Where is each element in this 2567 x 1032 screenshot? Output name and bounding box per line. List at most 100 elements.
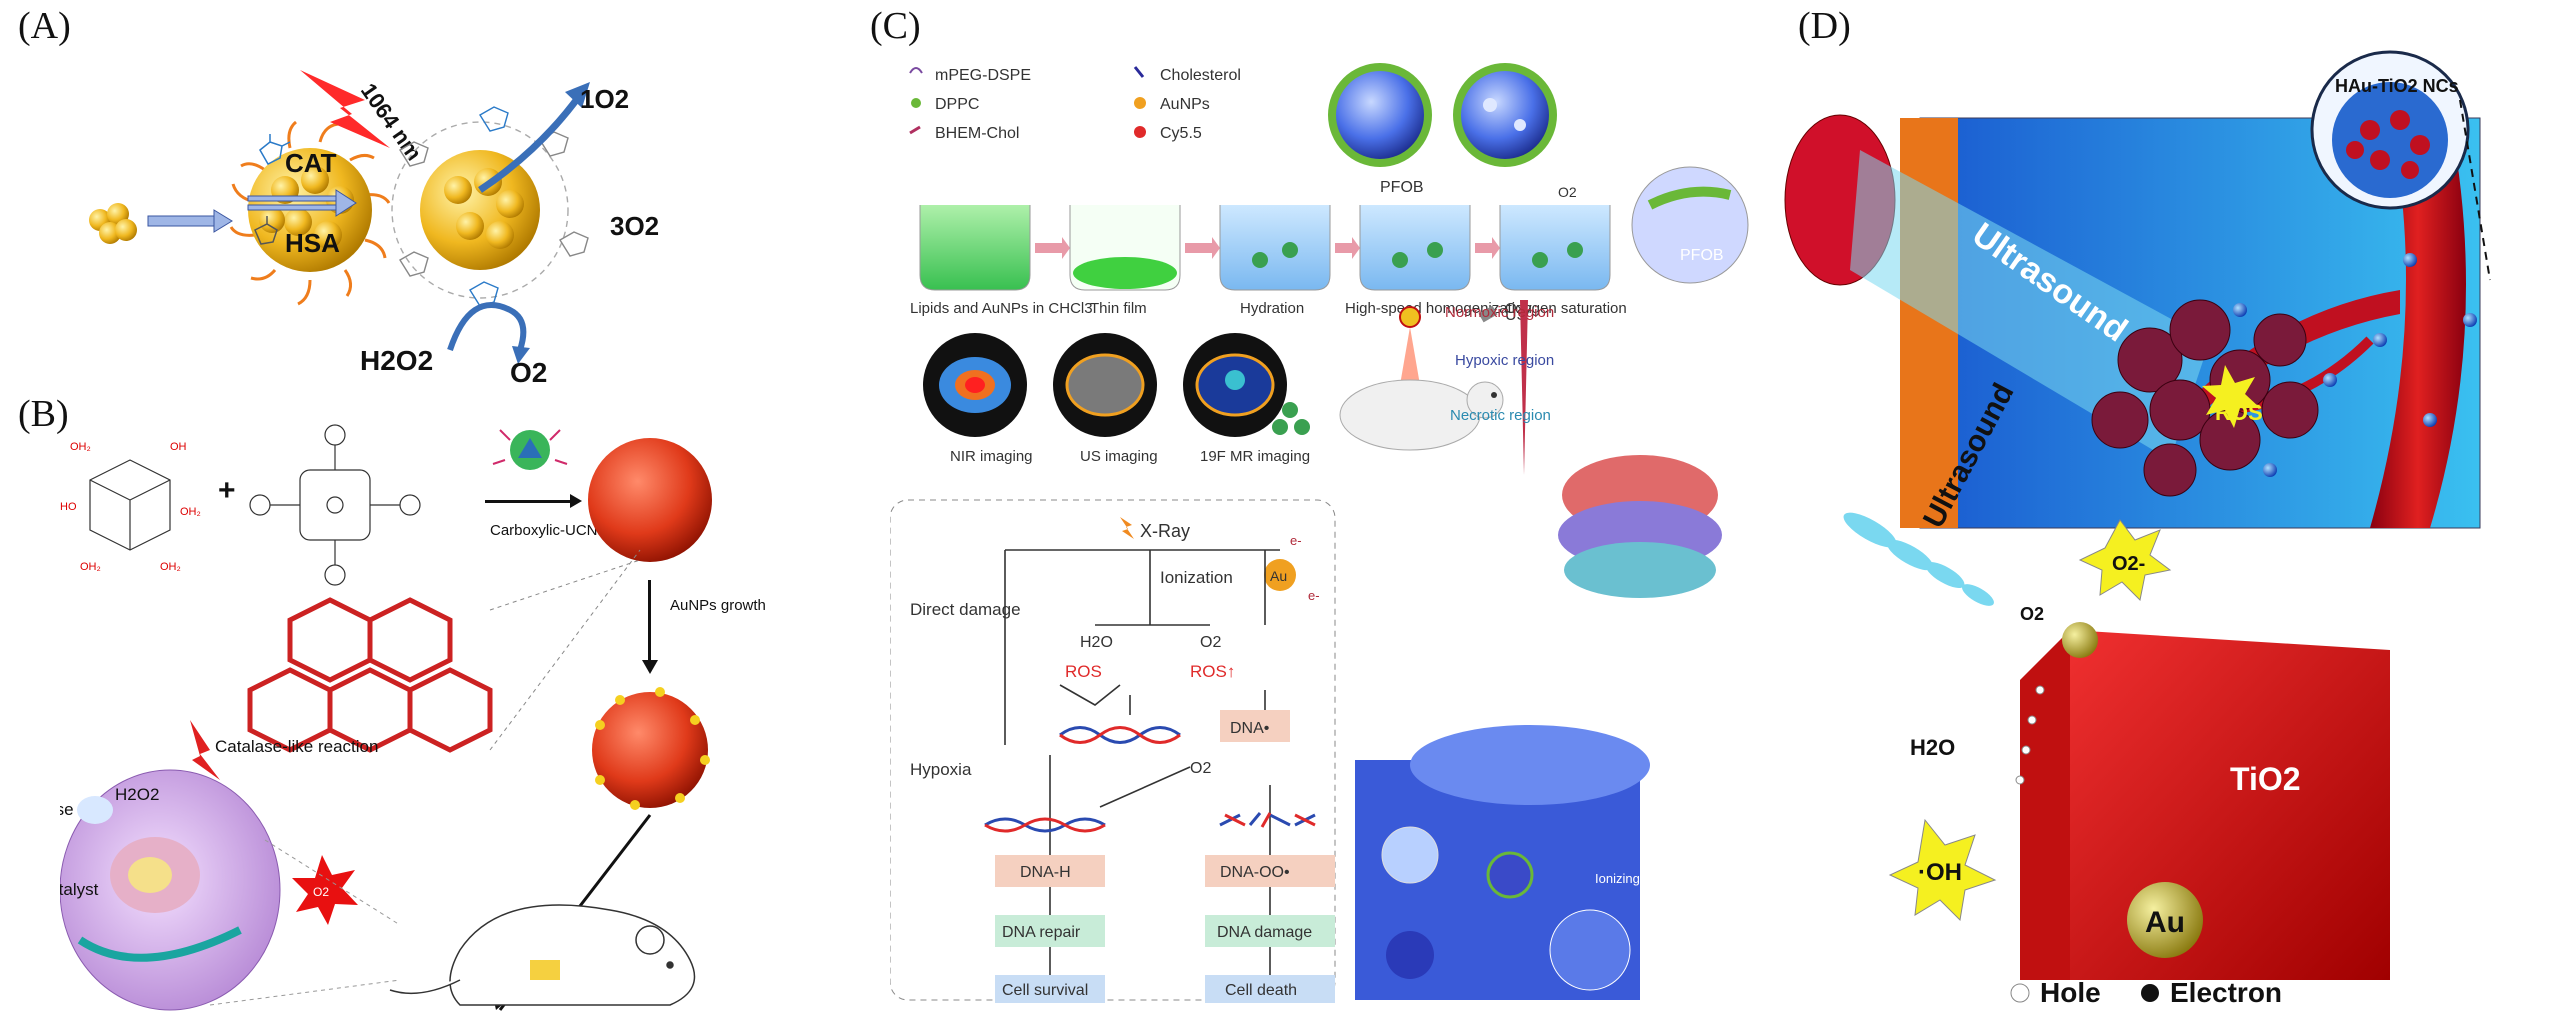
legend-item-aunps: AuNPs bbox=[1160, 96, 1210, 113]
arrow-icon bbox=[147, 209, 233, 233]
legend-item-dppc: DPPC bbox=[935, 96, 979, 113]
dna-oo-label: DNA-OO• bbox=[1220, 864, 1290, 881]
xray-icon bbox=[1120, 517, 1134, 539]
catalase-label: Catalase-like reaction bbox=[215, 737, 378, 756]
ionizing-radiation-label: Ionizing radiation bbox=[1595, 871, 1693, 886]
o2-beaker-label: O2 bbox=[1558, 184, 1577, 200]
zoom-guide-lines bbox=[489, 549, 641, 751]
cell-death-box bbox=[1205, 975, 1335, 1003]
electron-label-2: e- bbox=[1308, 588, 1320, 603]
ionization-label: Ionization bbox=[1160, 568, 1233, 587]
ros-burst-icon bbox=[2202, 365, 2260, 428]
panel-c-diagram: mPEG-DSPE Cholesterol DPPC AuNPs BHEM-Ch… bbox=[890, 63, 1749, 1003]
porphyrin-linker-structure bbox=[249, 424, 421, 586]
zoom-guide-lines-2 bbox=[209, 839, 401, 1006]
hau-zoom-circle bbox=[2310, 50, 2470, 210]
ultrasound-transducer bbox=[1784, 114, 2210, 460]
ucnps-label: Carboxylic-UCNPs bbox=[490, 522, 615, 539]
xray-label: X-Ray bbox=[1140, 521, 1190, 541]
necrotic-label: Necrotic region bbox=[1450, 407, 1551, 424]
cell-survival-box bbox=[995, 975, 1105, 1003]
svg-text:OH₂: OH₂ bbox=[160, 561, 181, 573]
svg-text:OH: OH bbox=[170, 441, 187, 453]
dna-h-label: DNA-H bbox=[1020, 864, 1071, 881]
mouse-illustration bbox=[389, 904, 696, 1006]
ultrasound-waves-icon bbox=[1843, 512, 1994, 606]
svg-text:OH₂: OH₂ bbox=[180, 506, 201, 518]
electron-legend-label: Electron bbox=[2170, 977, 2282, 1008]
oxygen-gradient-bar bbox=[1520, 300, 1528, 475]
step-2-label: Thin film bbox=[1090, 300, 1147, 317]
aunps-growth-label: AuNPs growth bbox=[670, 597, 766, 614]
singlet-oxygen-label: 1O2 bbox=[580, 84, 629, 114]
electron-transfer-particle bbox=[2062, 622, 2098, 658]
step-5-label: Oxygen saturation bbox=[1505, 300, 1627, 317]
injected-particles bbox=[1272, 402, 1310, 435]
singlet-oxygen-arrow bbox=[478, 82, 590, 193]
h2o-label: H2O bbox=[1080, 634, 1113, 651]
dna-repair-box bbox=[995, 915, 1105, 947]
cell-death-label: Cell death bbox=[1225, 982, 1297, 999]
ros-up-label: ROS↑ bbox=[1190, 662, 1235, 681]
protein-shell bbox=[391, 106, 589, 307]
imaging-19f-mr bbox=[1183, 333, 1287, 437]
hydroxyl-label: ·OH bbox=[1918, 859, 1962, 886]
dna-radical-box bbox=[1220, 710, 1290, 742]
ros-label: ROS bbox=[1065, 662, 1102, 681]
imaging-nir-label: NIR imaging bbox=[950, 448, 1033, 465]
cell-illustration bbox=[60, 769, 281, 1011]
liposome-particle bbox=[1328, 63, 1432, 167]
panel-a-label: (A) bbox=[18, 5, 71, 47]
cell-survival-label: Cell survival bbox=[1002, 982, 1088, 999]
hole-legend-icon bbox=[2010, 983, 2030, 1003]
electron-legend-icon bbox=[2141, 984, 2159, 1002]
composite-gold-core bbox=[420, 150, 540, 270]
svg-text:HO: HO bbox=[60, 501, 77, 513]
oxygen-burst-icon bbox=[292, 855, 358, 925]
triplet-oxygen-label: 3O2 bbox=[610, 211, 659, 241]
hsa-icon bbox=[254, 216, 278, 245]
dna-repaired-icon bbox=[984, 817, 1106, 833]
pfob-label: PFOB bbox=[1380, 179, 1424, 196]
beaker-lipids bbox=[919, 205, 1031, 291]
mof-nanosphere bbox=[588, 438, 712, 562]
panel-b-label: (B) bbox=[18, 393, 69, 435]
panel-d-diagram: Ultrasound ROS HAu-TiO2 NCs Ultrasound O… bbox=[1784, 50, 2491, 1008]
step-arrows bbox=[1035, 237, 1500, 259]
imaging-us bbox=[1053, 333, 1157, 437]
nanocrystal-dots bbox=[2233, 163, 2477, 477]
flow-lines bbox=[1004, 549, 1280, 975]
beaker-hydration bbox=[1219, 205, 1331, 291]
au-core bbox=[2127, 882, 2203, 958]
legend-item-mpeg: mPEG-DSPE bbox=[935, 67, 1031, 84]
dna-helix-icon bbox=[1059, 726, 1181, 744]
ros-top-label: ROS bbox=[2215, 400, 2263, 425]
beaker-thin-film bbox=[1069, 205, 1181, 291]
dna-h-box bbox=[995, 855, 1105, 887]
composition-legend: mPEG-DSPE Cholesterol DPPC AuNPs BHEM-Ch… bbox=[909, 66, 1241, 142]
h2o-reactant-label: H2O bbox=[1910, 735, 1955, 760]
imaging-us-label: US imaging bbox=[1080, 448, 1158, 465]
electron-label-1: e- bbox=[1290, 533, 1302, 548]
oxygenated-liposome bbox=[1453, 63, 1557, 167]
o2-label: O2 bbox=[510, 357, 547, 388]
hau-tio2-label: HAu-TiO2 NCs bbox=[2335, 76, 2459, 96]
cat-label: CAT bbox=[285, 148, 337, 178]
down-arrow-icon bbox=[642, 580, 658, 674]
catalase-bolt-icon bbox=[190, 720, 220, 780]
oxygen-burst-label: O2 bbox=[313, 885, 329, 899]
tumor-site bbox=[530, 960, 560, 980]
au-decorated-nanosphere bbox=[592, 687, 710, 810]
glucose-label: glucose bbox=[60, 800, 74, 819]
cell-uptake-illustration bbox=[1355, 725, 1650, 1000]
o2-mid-label: O2 bbox=[1190, 760, 1211, 777]
ucnp-particle-icon bbox=[492, 429, 568, 470]
dna-radical-label: DNA• bbox=[1230, 720, 1269, 737]
mouse-illustration bbox=[1339, 379, 1504, 451]
step-1-label: Lipids and AuNPs in CHCl3 bbox=[910, 300, 1093, 317]
tio2-label: TiO2 bbox=[2230, 761, 2301, 797]
cat-icon bbox=[259, 134, 291, 165]
dna-oo-box bbox=[1205, 855, 1335, 887]
